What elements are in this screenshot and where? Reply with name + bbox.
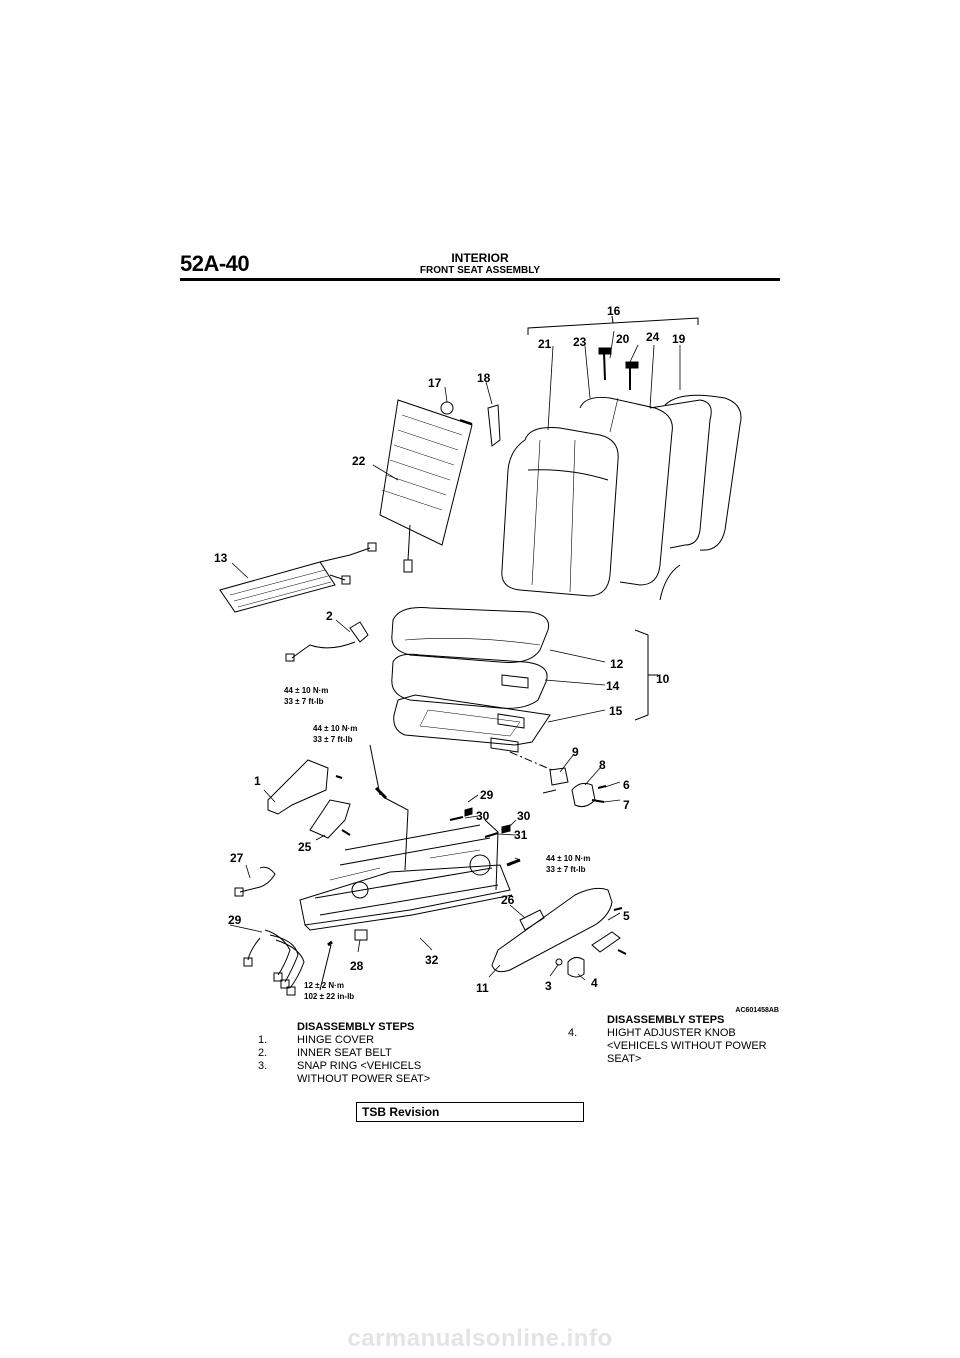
callout-29: 29	[228, 913, 242, 927]
seatback-board-19	[664, 394, 742, 551]
callout-8: 8	[599, 758, 606, 772]
callout-2: 2	[326, 609, 333, 623]
callout-27: 27	[230, 851, 244, 865]
callout-16: 16	[607, 304, 621, 318]
tsb-revision-label: TSB Revision	[362, 1105, 440, 1119]
seatback-heater-22	[379, 399, 473, 546]
step-text: HINGE COVER	[297, 1034, 375, 1046]
watermark: carmanualsonline.info	[347, 1325, 613, 1352]
steps-right-heading: DISASSEMBLY STEPS	[607, 1014, 725, 1026]
callout-24: 24	[646, 330, 660, 344]
header-rule	[180, 278, 780, 281]
callout-28: 28	[350, 959, 364, 973]
callout-13: 13	[214, 551, 228, 565]
callout-17: 17	[428, 376, 442, 390]
torque-spec-3-imperial: 33 ± 7 ft-lb	[546, 865, 586, 874]
callout-26: 26	[501, 893, 515, 907]
callout-21: 21	[538, 337, 552, 351]
step-item: 2. INNER SEAT BELT	[258, 1047, 448, 1060]
step-item: 3. SNAP RING <VEHICELS WITHOUT POWER SEA…	[258, 1060, 448, 1086]
callout-15: 15	[609, 704, 623, 718]
height-adjuster-knob-4	[567, 956, 585, 978]
part-25	[309, 799, 351, 839]
step-text: INNER SEAT BELT	[297, 1047, 392, 1059]
section-subtitle: FRONT SEAT ASSEMBLY	[419, 265, 541, 276]
callout-6: 6	[623, 778, 630, 792]
inner-seat-belt-2	[349, 621, 369, 643]
cushion-cover-12	[391, 607, 550, 663]
torque-spec-3-metric: 44 ± 10 N·m	[546, 854, 590, 863]
callout-22: 22	[352, 454, 366, 468]
callout-30: 29	[480, 788, 494, 802]
part-8	[571, 782, 596, 808]
part-5	[591, 931, 621, 953]
callout-31b: 31	[514, 828, 528, 842]
part-28	[354, 929, 368, 941]
callout-11: 11	[476, 981, 489, 995]
torque-spec-1-imperial: 33 ± 7 ft-lb	[284, 697, 324, 706]
callout-20: 20	[616, 332, 630, 346]
side-cover-11	[491, 887, 613, 973]
lever-18	[487, 404, 501, 447]
callout-31: 30	[476, 809, 490, 823]
steps-left: DISASSEMBLY STEPS 1. HINGE COVER 2. INNE…	[258, 1021, 448, 1086]
seatback-frame-24	[649, 399, 712, 549]
callout-7: 7	[623, 798, 630, 812]
steps-left-heading: DISASSEMBLY STEPS	[297, 1021, 415, 1033]
cushion-pan-15	[393, 694, 551, 746]
torque-spec-1-metric: 44 ± 10 N·m	[284, 686, 328, 695]
harness-27	[239, 866, 276, 893]
seatback-cover-21	[501, 427, 619, 597]
callout-14: 14	[606, 679, 620, 693]
callout-10: 10	[656, 672, 670, 686]
step-text: SNAP RING <VEHICELS WITHOUT POWER SEAT>	[297, 1060, 431, 1085]
hinge-cover-1	[267, 759, 329, 815]
callout-32: 32	[425, 953, 439, 967]
part-26	[519, 909, 545, 931]
page-number: 52A-40	[180, 251, 250, 276]
exploded-view-diagram: 16 21 23 20 24 19 18 17 22 13 2 12 14 10…	[214, 304, 779, 1014]
figure-code: AC601458AB	[735, 1007, 779, 1014]
callout-1: 1	[254, 774, 261, 788]
callout-12: 12	[610, 657, 624, 671]
torque-spec-4-metric: 12 ± 2 N·m	[304, 981, 344, 990]
knob-17	[440, 401, 454, 415]
step-num: 3.	[258, 1060, 268, 1072]
torque-spec-2-metric: 44 ± 10 N·m	[313, 724, 357, 733]
seatback-pad-23	[579, 397, 673, 586]
harness-29	[264, 929, 291, 976]
step-num: 2.	[258, 1047, 268, 1059]
callout-4: 4	[591, 976, 598, 990]
callout-19: 19	[672, 332, 686, 346]
callout-23: 23	[573, 335, 587, 349]
callout-9: 9	[572, 745, 579, 759]
callout-25: 25	[298, 840, 312, 854]
torque-spec-2-imperial: 33 ± 7 ft-lb	[313, 735, 353, 744]
step-item: 4. HIGHT ADJUSTER KNOB <VEHICELS WITHOUT…	[568, 1027, 778, 1066]
seat-heater-13	[219, 561, 336, 613]
section-title: INTERIOR	[451, 251, 509, 265]
callout-30b: 30	[517, 809, 531, 823]
callout-3: 3	[545, 979, 552, 993]
steps-right: DISASSEMBLY STEPS 4. HIGHT ADJUSTER KNOB…	[568, 1014, 778, 1066]
callout-5: 5	[623, 909, 630, 923]
part-9	[549, 767, 569, 786]
step-num: 4.	[568, 1027, 578, 1039]
tsb-revision-box	[356, 1102, 584, 1122]
step-num: 1.	[258, 1034, 268, 1046]
callout-18: 18	[477, 371, 491, 385]
step-text: HIGHT ADJUSTER KNOB <VEHICELS WITHOUT PO…	[607, 1027, 767, 1065]
cushion-pad-14	[391, 653, 548, 709]
snap-ring-3	[555, 958, 563, 966]
torque-spec-4-imperial: 102 ± 22 in-lb	[304, 992, 354, 1001]
step-item: 1. HINGE COVER	[258, 1034, 448, 1047]
